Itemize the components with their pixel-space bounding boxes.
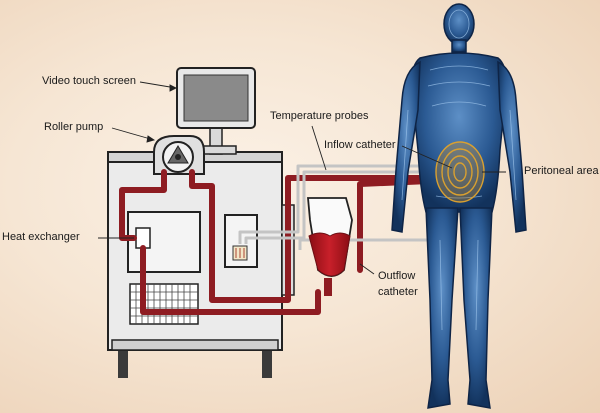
machine-wheel-right [262, 348, 272, 378]
label-peritoneal-area: Peritoneal area [524, 165, 599, 177]
body-arm-left [391, 60, 421, 233]
peritoneal-area [435, 141, 485, 203]
reservoir-fluid [308, 232, 351, 277]
tubing-exchanger-return [140, 245, 321, 315]
human-body-silhouette [391, 3, 527, 409]
body-leg-left [425, 207, 459, 409]
label-inflow-catheter: Inflow catheter [324, 139, 396, 151]
perfusion-machine [107, 67, 295, 378]
machine-base [111, 339, 279, 351]
label-outflow-catheter-line2: catheter [378, 286, 418, 298]
label-temperature-probes: Temperature probes [270, 110, 369, 122]
body-leg-right [459, 207, 493, 409]
machine-wheel-left [118, 348, 128, 378]
label-video-touch-screen: Video touch screen [42, 75, 136, 87]
body-arm-right [497, 60, 527, 233]
video-touch-screen-display [183, 74, 249, 122]
label-outflow-catheter-line1: Outflow [378, 270, 416, 282]
leader-lines [98, 81, 506, 275]
body-contours [401, 9, 517, 331]
label-heat-exchanger: Heat exchanger [2, 231, 80, 243]
label-roller-pump: Roller pump [44, 121, 104, 133]
reservoir-bag [307, 197, 353, 296]
